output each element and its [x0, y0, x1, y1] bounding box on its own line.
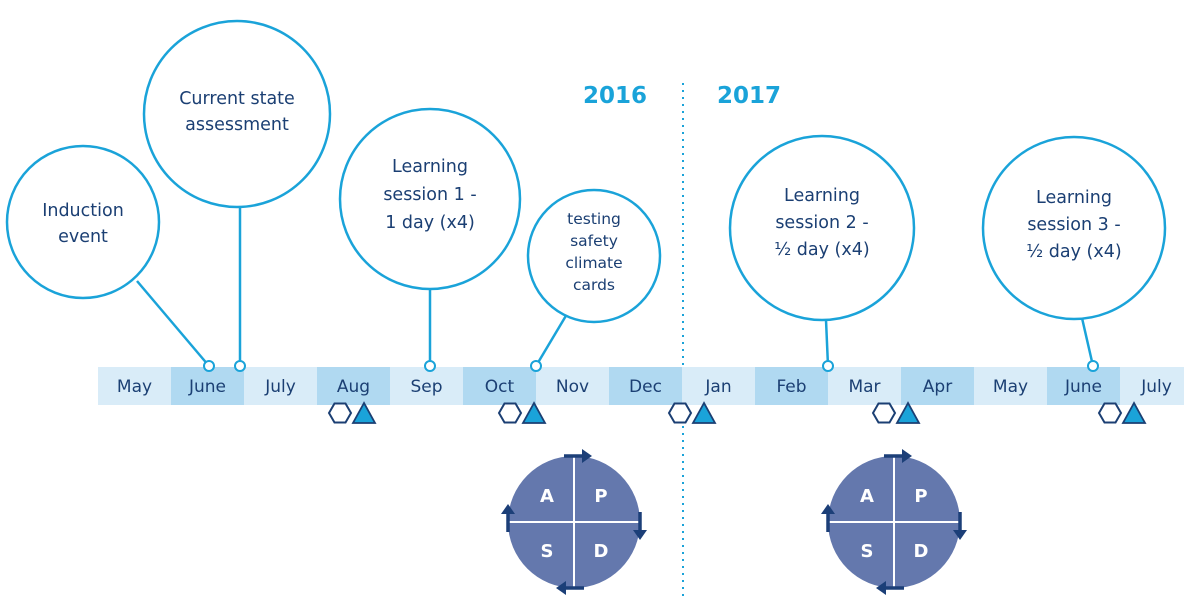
month-cell	[317, 367, 390, 405]
connector-lines	[136, 207, 1099, 372]
milestone-pair	[871, 401, 921, 424]
month-cell	[1120, 367, 1184, 405]
milestone-pair	[667, 401, 717, 424]
induction-event-anchor-dot	[203, 360, 215, 372]
learning-session-2-connector	[824, 319, 830, 367]
arrowhead-right-icon	[582, 449, 592, 463]
month-label: July	[264, 377, 296, 397]
month-label: Mar	[848, 377, 880, 397]
arrowhead-left-icon	[876, 581, 886, 595]
pdsa-letter-d: D	[594, 541, 609, 562]
month-cell	[901, 367, 974, 405]
current-state-assessment-circle	[142, 19, 332, 209]
pdsa-cycle-1: A P S D	[501, 449, 647, 595]
arrowhead-up-icon	[821, 504, 835, 514]
month-cell	[244, 367, 317, 405]
triangle-icon	[521, 401, 547, 424]
pdsa-letter-s: S	[861, 541, 874, 562]
learning-session-1-circle	[338, 107, 522, 291]
arrowhead-down-icon	[953, 530, 967, 540]
arrowhead-up-icon	[501, 504, 515, 514]
month-band: May June July Aug Sep Oct Nov Dec Jan Feb Mar Apr Ma…	[98, 367, 1184, 405]
month-cell	[171, 367, 244, 405]
milestone-pair	[1097, 401, 1147, 424]
month-cell	[609, 367, 682, 405]
year-2016-label: 2016	[583, 83, 647, 109]
month-label: Jan	[704, 377, 731, 397]
month-cell	[974, 367, 1047, 405]
learning-session-2-circle	[728, 134, 916, 322]
triangle-icon	[1121, 401, 1147, 424]
month-cell	[828, 367, 901, 405]
induction-event-connector	[136, 280, 210, 367]
arrowhead-down-icon	[633, 530, 647, 540]
hexagon-icon	[497, 402, 523, 424]
milestone-pair	[497, 401, 547, 424]
pdsa-letter-p: P	[594, 486, 607, 507]
triangle-icon	[691, 401, 717, 424]
pdsa-cycle-2: A P S D	[821, 449, 967, 595]
month-label: June	[188, 377, 226, 397]
testing-safety-climate-cards-connector	[534, 313, 569, 367]
current-state-assessment-anchor-dot	[234, 360, 246, 372]
learning-session-3-circle	[981, 135, 1167, 321]
pdsa-letter-a: A	[860, 486, 874, 507]
month-cell	[390, 367, 463, 405]
month-label: Oct	[485, 377, 515, 397]
milestone-icons	[327, 401, 1147, 424]
hexagon-icon	[327, 402, 353, 424]
induction-event-circle	[5, 144, 161, 300]
arrowhead-left-icon	[556, 581, 566, 595]
hexagon-icon	[871, 402, 897, 424]
month-cell	[755, 367, 828, 405]
month-cell	[1047, 367, 1120, 405]
month-label: July	[1140, 377, 1172, 397]
learning-session-3-connector	[1080, 317, 1095, 367]
month-label: May	[993, 377, 1028, 397]
month-label: June	[1064, 377, 1102, 397]
pdsa-letter-p: P	[914, 486, 927, 507]
month-label: Aug	[337, 377, 370, 397]
month-label: Sep	[410, 377, 442, 397]
month-label: May	[117, 377, 152, 397]
learning-session-1-anchor-dot	[424, 360, 436, 372]
month-label: Apr	[923, 377, 952, 397]
learning-session-2-anchor-dot	[822, 360, 834, 372]
month-cell	[98, 367, 171, 405]
pdsa-letter-s: S	[541, 541, 554, 562]
triangle-icon	[351, 401, 377, 424]
hexagon-icon	[667, 402, 693, 424]
year-2017-label: 2017	[717, 83, 781, 109]
pdsa-letter-d: D	[914, 541, 929, 562]
month-label: Feb	[776, 377, 806, 397]
testing-safety-climate-cards-anchor-dot	[530, 360, 542, 372]
arrowhead-right-icon	[902, 449, 912, 463]
testing-safety-climate-cards-circle	[526, 188, 662, 324]
month-cell	[682, 367, 755, 405]
triangle-icon	[895, 401, 921, 424]
hexagon-icon	[1097, 402, 1123, 424]
milestone-pair	[327, 401, 377, 424]
month-label: Nov	[556, 377, 589, 397]
month-cell	[463, 367, 536, 405]
pdsa-letter-a: A	[540, 486, 554, 507]
month-cell	[536, 367, 609, 405]
month-label: Dec	[629, 377, 662, 397]
learning-session-3-anchor-dot	[1087, 360, 1099, 372]
